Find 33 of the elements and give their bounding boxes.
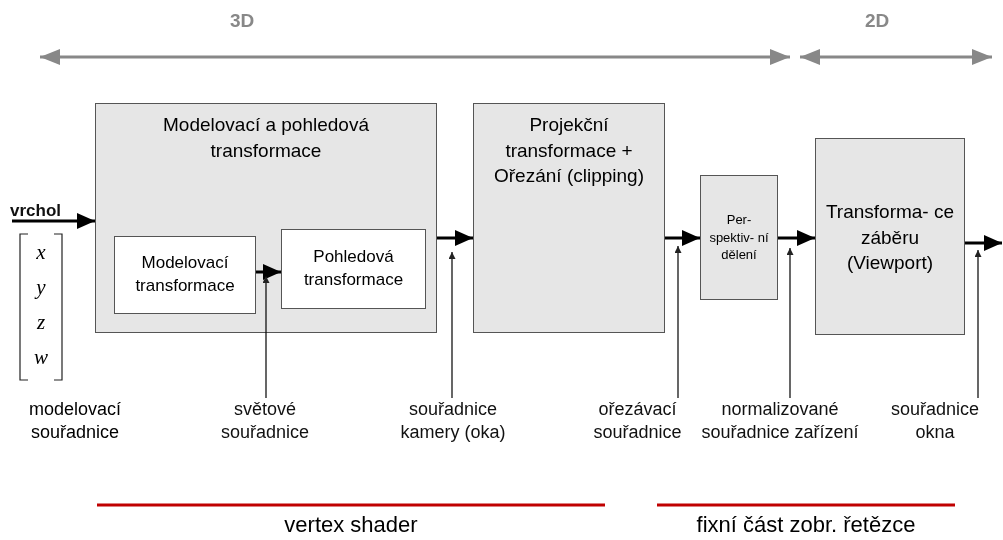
section-label: 3D [230,10,255,32]
leader-line [262,275,270,399]
section-label: vertex shader [283,512,419,538]
coordinate-label: modelovací souřadnice [27,398,123,445]
coordinate-label: souřadnice okna [875,398,995,448]
arrow [778,230,815,246]
vector-component: w [33,345,49,370]
stage-box: Modelovací transformace [114,236,256,314]
arrow [665,230,700,246]
arrow [12,213,95,229]
vector-component: x [35,240,47,265]
leader-line [674,245,682,399]
input-label: vrchol [10,200,80,220]
stage-group-box [95,103,437,333]
arrow [256,264,281,280]
arrow [437,230,473,246]
coordinate-label: normalizované souřadnice zařízení [700,398,860,473]
section-label: fixní část zobr. řetězce [695,512,917,538]
vector-component: z [35,310,47,335]
leader-line [448,251,456,399]
section-label: 2D [865,10,890,32]
stage-box: Pohledová transformace [281,229,426,309]
coordinate-label: světové souřadnice [215,398,315,448]
leader-line [974,249,982,399]
coordinate-label: souřadnice kamery (oka) [393,398,513,448]
stage-box: Transforma- ce záběru (Viewport) [815,138,965,335]
leader-line [786,247,794,399]
coordinate-label: ořezávací souřadnice [580,398,695,448]
stage-box: Per- spektiv- ní dělení [700,175,778,300]
arrow [965,235,1002,251]
group-title: Modelovací a pohledová transformace [162,113,370,163]
vector-component: y [33,275,47,300]
stage-box: Projekční transformace + Ořezání (clipping) [473,103,665,333]
